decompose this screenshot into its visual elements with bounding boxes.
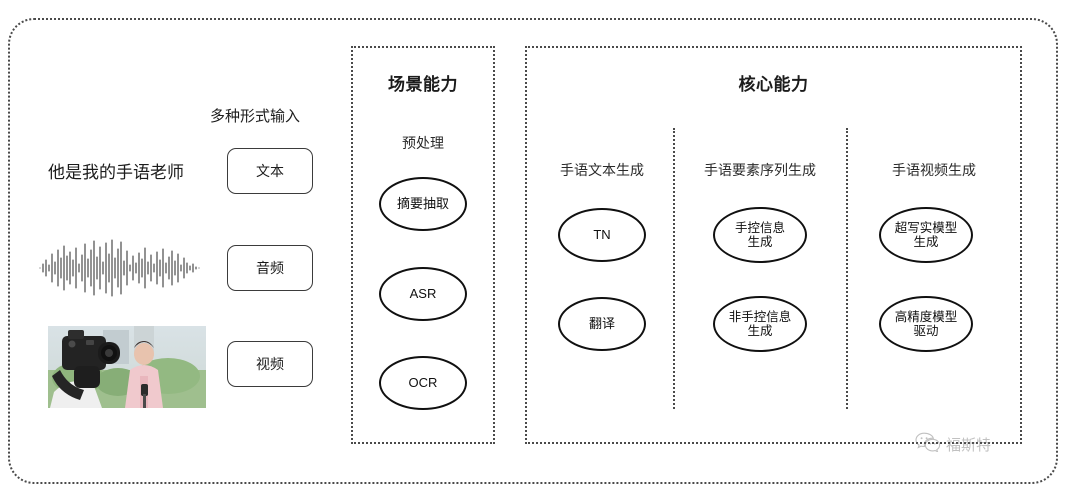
input-section-heading: 多种形式输入 xyxy=(210,108,301,125)
node-ocr[interactable]: OCR xyxy=(379,356,467,410)
node-non-manual-signal-generation[interactable]: 非手控信息 生成 xyxy=(713,296,807,352)
node-high-precision-model-driving[interactable]: 高精度模型 驱动 xyxy=(879,296,973,352)
node-photorealistic-model-generation[interactable]: 超写实模型 生成 xyxy=(879,207,973,263)
video-thumbnail-camera-reporter xyxy=(48,326,206,408)
core-column-divider-1 xyxy=(673,128,675,409)
core-column-divider-2 xyxy=(846,128,848,409)
node-tn[interactable]: TN xyxy=(558,208,646,262)
node-manual-signal-generation[interactable]: 手控信息 生成 xyxy=(713,207,807,263)
core-column-label-sign-text-generation: 手语文本生成 xyxy=(560,162,644,178)
scene-capability-title: 场景能力 xyxy=(388,75,458,94)
scene-column-label-preprocess: 预处理 xyxy=(402,135,444,151)
core-column-label-sign-video-generation: 手语视频生成 xyxy=(892,162,976,178)
sample-input-text: 他是我的手语老师 xyxy=(48,163,184,182)
audio-waveform-icon xyxy=(38,238,204,298)
node-asr[interactable]: ASR xyxy=(379,267,467,321)
input-button-audio[interactable]: 音频 xyxy=(227,245,313,291)
core-capability-title: 核心能力 xyxy=(738,75,809,94)
node-translation[interactable]: 翻译 xyxy=(558,297,646,351)
outer-dotted-frame xyxy=(8,18,1058,484)
input-button-video[interactable]: 视频 xyxy=(227,341,313,387)
wechat-icon xyxy=(915,432,941,457)
scene-capability-box xyxy=(351,46,495,444)
watermark: 福斯特 xyxy=(915,432,991,457)
core-column-label-sign-element-sequence-generation: 手语要素序列生成 xyxy=(704,162,816,178)
core-capability-box xyxy=(525,46,1022,444)
watermark-text: 福斯特 xyxy=(946,437,992,454)
input-button-text[interactable]: 文本 xyxy=(227,148,313,194)
node-summary-extraction[interactable]: 摘要抽取 xyxy=(379,177,467,231)
